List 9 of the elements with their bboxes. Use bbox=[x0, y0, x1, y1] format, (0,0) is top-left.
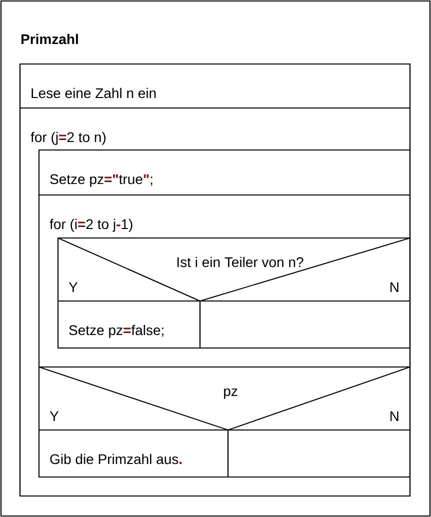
process-box: Setze pz=false; bbox=[57, 300, 201, 349]
process-box: Lese eine Zahl n ein bbox=[19, 63, 411, 109]
title: Primzahl bbox=[21, 34, 78, 44]
decision-block: Ist i ein Teiler von n? Y N bbox=[57, 237, 411, 302]
decision-block: pz Y N bbox=[38, 366, 411, 431]
process-box: Setze pz="true"; bbox=[38, 149, 411, 196]
empty-box bbox=[227, 429, 411, 478]
empty-box bbox=[199, 300, 411, 349]
process-box: Gib die Primzahl aus. bbox=[38, 429, 229, 478]
